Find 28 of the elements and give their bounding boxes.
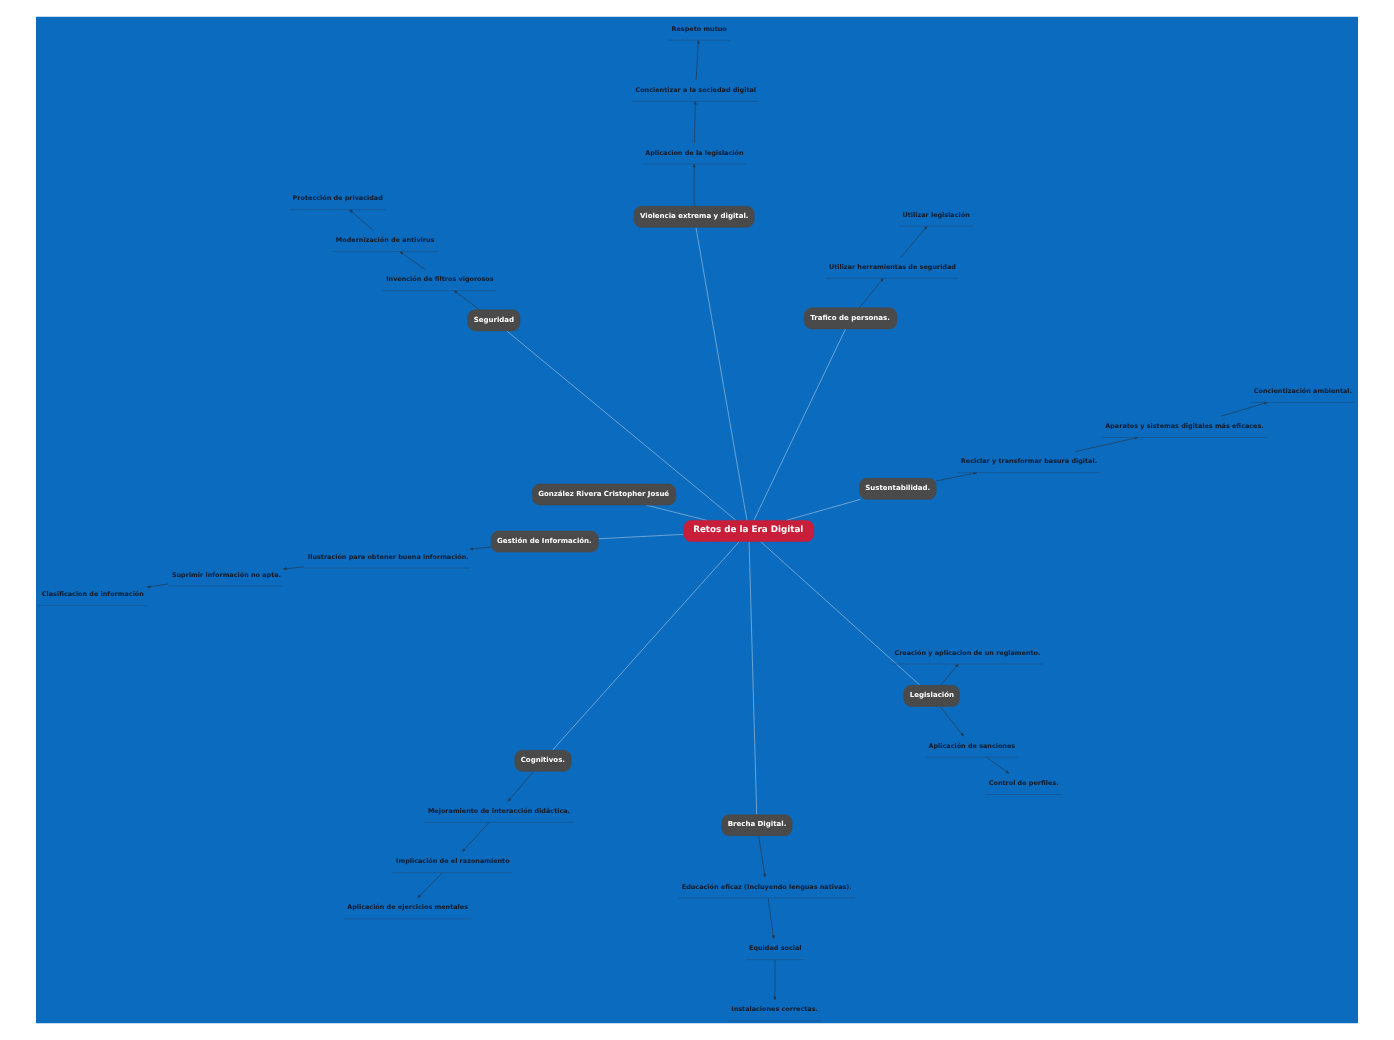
arrow xyxy=(695,40,700,81)
connector xyxy=(748,541,758,815)
arrow xyxy=(146,583,169,588)
arrow xyxy=(283,566,305,571)
arrow xyxy=(462,822,490,852)
arrow xyxy=(939,706,964,737)
connector xyxy=(598,534,684,540)
connector xyxy=(506,330,737,521)
connector xyxy=(785,499,861,521)
arrow xyxy=(507,771,535,802)
arrow xyxy=(399,251,426,270)
arrow xyxy=(349,209,374,231)
arrow xyxy=(693,101,697,144)
connector xyxy=(695,227,748,521)
arrow xyxy=(900,226,928,258)
connector xyxy=(753,328,846,521)
arrow xyxy=(767,897,775,939)
arrow xyxy=(859,278,884,308)
connector xyxy=(760,541,921,686)
arrow xyxy=(453,290,480,311)
arrow xyxy=(692,163,696,207)
arrow xyxy=(469,546,492,551)
arrow xyxy=(417,872,443,899)
arrow xyxy=(940,663,959,686)
arrow xyxy=(773,959,777,1001)
arrow xyxy=(758,835,766,878)
connector xyxy=(552,541,740,751)
arrow xyxy=(986,756,1010,774)
